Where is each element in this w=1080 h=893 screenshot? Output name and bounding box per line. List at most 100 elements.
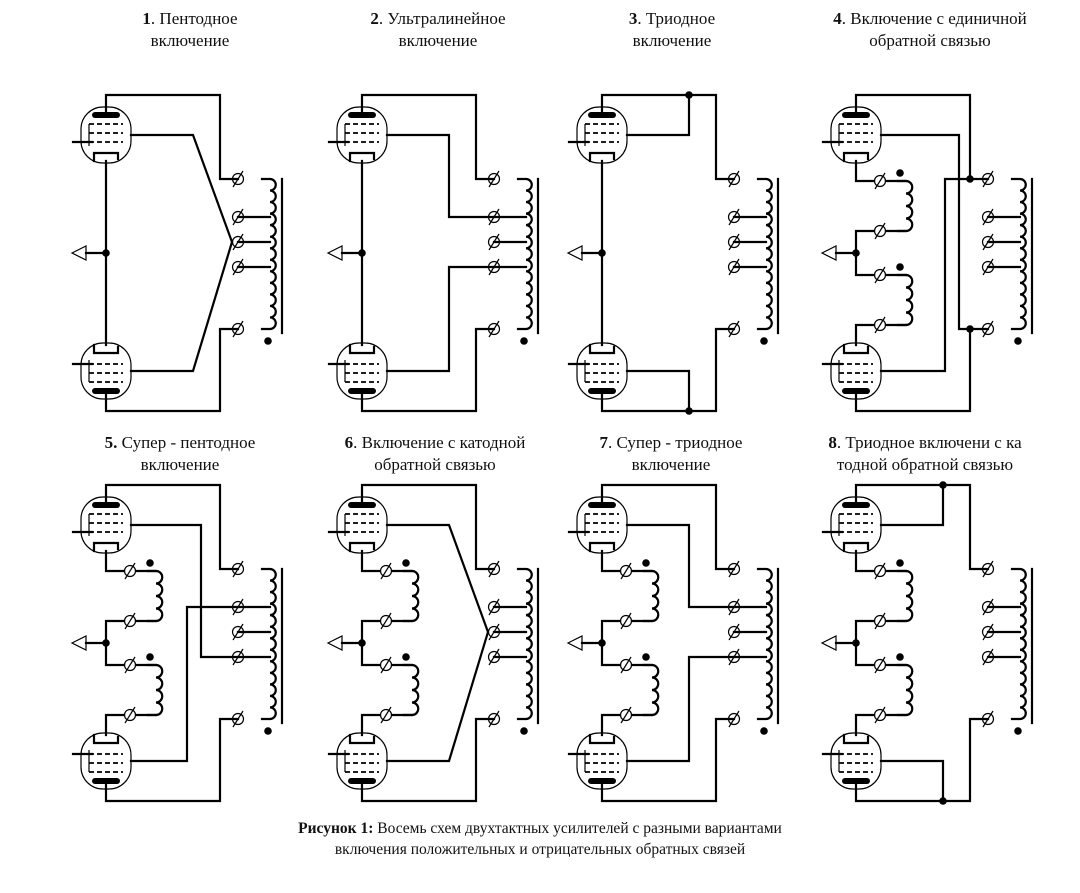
caption-line2: включения положительных и отрицательных … <box>334 841 746 858</box>
junction-dot <box>685 91 693 99</box>
terminal-icon <box>873 562 887 580</box>
output-transformer-winding <box>516 567 533 721</box>
output-transformer-winding <box>756 567 773 721</box>
scheme-title-line1: . Включение с катодной <box>353 433 526 452</box>
terminal-slash <box>232 623 244 641</box>
screen-grid-wires <box>385 523 490 763</box>
cathode <box>842 541 870 553</box>
output-arrow-icon <box>566 635 604 651</box>
cathode <box>348 151 376 163</box>
cathode <box>348 733 376 745</box>
lower-screen-wire <box>385 265 496 373</box>
scheme-title-line2: включение <box>632 31 712 50</box>
upper-tube <box>327 106 388 164</box>
terminal-circle <box>981 650 995 664</box>
scheme-5-diagram <box>70 483 284 803</box>
terminal-slash <box>874 562 886 580</box>
anode-plate <box>842 112 870 118</box>
lower-screen-wire <box>879 177 972 373</box>
phase-dot <box>264 337 272 345</box>
cathode <box>588 733 616 745</box>
terminal-slash <box>982 208 994 226</box>
upper-tube <box>71 106 132 164</box>
phase-dot <box>1014 337 1022 345</box>
anode-plate <box>588 502 616 508</box>
cathode <box>842 343 870 355</box>
cathode <box>348 541 376 553</box>
terminal-icon <box>727 233 741 251</box>
terminal-slash <box>124 612 136 630</box>
lower-anode-wire <box>104 327 240 413</box>
junction-dot <box>966 325 974 333</box>
arrow-head <box>566 635 583 651</box>
upper-anode-wire <box>360 93 496 181</box>
scheme-1-title: 1. Пентодное включение <box>70 8 310 52</box>
terminal-icon <box>379 706 393 724</box>
terminal-slash <box>488 233 500 251</box>
terminal-icon <box>619 656 633 674</box>
upper-screen-wire <box>625 523 736 609</box>
terminal-circle <box>487 650 501 664</box>
output-arrow-icon <box>566 245 604 261</box>
terminal-slash <box>982 623 994 641</box>
lower-anode-wire <box>854 717 990 803</box>
terminal-slash <box>380 612 392 630</box>
scheme-8-title: 8. Триодное включени с ка тодной обратно… <box>790 432 1060 476</box>
anode-plate <box>842 502 870 508</box>
arrow-head <box>326 245 343 261</box>
terminal-icon <box>873 172 887 190</box>
phase-dot <box>896 653 904 661</box>
terminal-circle <box>727 260 741 274</box>
lower-tube <box>821 342 882 400</box>
terminal-slash <box>380 562 392 580</box>
output-arrow-icon <box>820 635 858 651</box>
terminal-icon <box>487 233 501 251</box>
scheme-8-diagram <box>820 481 1034 805</box>
terminal-slash <box>232 208 244 226</box>
output-transformer-winding <box>756 177 773 331</box>
phase-dot <box>642 653 650 661</box>
terminal-icon <box>231 623 245 641</box>
terminal-slash <box>874 316 886 334</box>
upper-anode-wire <box>600 93 736 181</box>
terminal-circle <box>231 625 245 639</box>
terminal-icon <box>873 222 887 240</box>
caption-line1: Восемь схем двухтактных усилителей с раз… <box>377 820 782 837</box>
scheme-title-line2: включение <box>631 455 711 474</box>
upper-tube <box>821 106 882 164</box>
scheme-4-diagram <box>820 93 1034 413</box>
terminal-circle <box>981 210 995 224</box>
terminal-slash <box>874 612 886 630</box>
scheme-number: 4 <box>833 9 842 28</box>
lower-anode-wire <box>600 717 736 803</box>
upper-cathode-wire <box>600 549 622 573</box>
upper-cathode-wire <box>104 549 126 573</box>
terminal-slash <box>488 623 500 641</box>
cathode <box>588 343 616 355</box>
phase-dot <box>146 653 154 661</box>
anode-plate <box>348 502 376 508</box>
scheme-7-title: 7. Супер - триодное включение <box>546 432 796 476</box>
lower-tube <box>567 732 628 790</box>
terminal-icon <box>981 233 995 251</box>
upper-tube <box>327 496 388 554</box>
terminal-icon <box>981 208 995 226</box>
anode-plate <box>92 502 120 508</box>
terminal-circle <box>231 210 245 224</box>
terminal-slash <box>620 706 632 724</box>
terminal-slash <box>728 233 740 251</box>
output-arrow-icon <box>326 635 364 651</box>
terminal-slash <box>232 258 244 276</box>
terminal-slash <box>232 233 244 251</box>
upper-screen-wire <box>625 93 691 137</box>
scheme-title-line1: . Триодное включени с ка <box>836 433 1022 452</box>
terminal-circle <box>727 210 741 224</box>
scheme-number: 2 <box>370 9 379 28</box>
terminal-icon <box>487 648 501 666</box>
phase-dot <box>146 559 154 567</box>
terminal-slash <box>874 656 886 674</box>
terminal-slash <box>620 656 632 674</box>
terminal-slash <box>124 656 136 674</box>
phase-dot <box>896 263 904 271</box>
